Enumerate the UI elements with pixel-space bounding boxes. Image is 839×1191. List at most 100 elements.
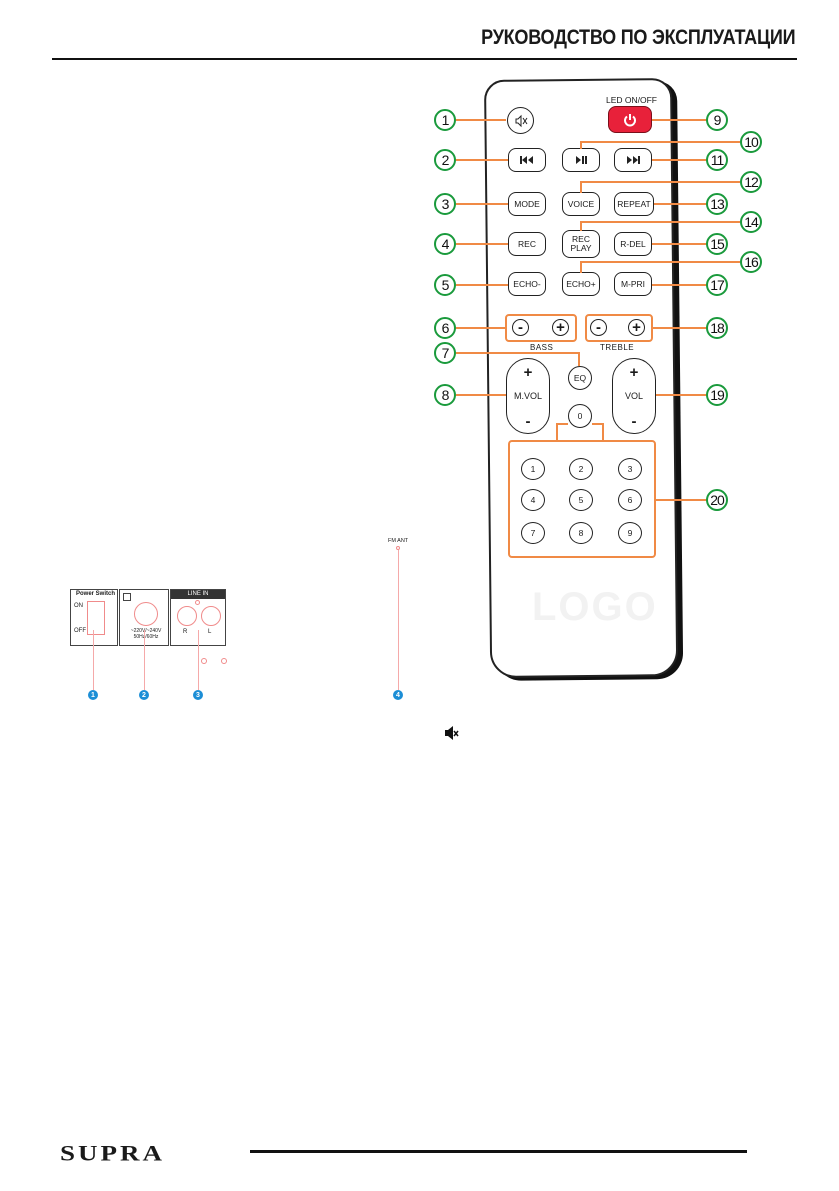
line-in-marker	[195, 600, 200, 605]
callout-5: 5	[434, 274, 456, 296]
line-in-r-label: R	[183, 629, 188, 635]
master-volume-up[interactable]: +	[523, 364, 533, 381]
callout-14: 14	[740, 211, 762, 233]
speaker-mute-icon	[515, 114, 527, 127]
digit-7-button[interactable]: 7	[521, 522, 545, 544]
digit-5-button[interactable]: 5	[569, 489, 593, 511]
power-input-socket[interactable]	[134, 602, 158, 626]
callout-4: 4	[434, 233, 456, 255]
digit-3-button[interactable]: 3	[618, 458, 642, 480]
master-volume-label: M.VOL	[513, 391, 542, 402]
volume-label: VOL	[624, 391, 643, 402]
leader-12-v	[580, 181, 582, 193]
master-volume-down[interactable]: -	[525, 413, 531, 430]
speaker-mute-icon	[445, 726, 459, 740]
panel-number-2: 2	[139, 690, 149, 700]
fm-antenna-terminal[interactable]	[396, 546, 400, 550]
panel-leader-4	[398, 550, 399, 690]
callout-7: 7	[434, 342, 456, 364]
callout-11: 11	[706, 149, 728, 171]
power-switch-toggle[interactable]	[87, 601, 105, 635]
treble-label: TREBLE	[600, 343, 635, 352]
rec-button[interactable]: REC	[508, 232, 546, 256]
leader-13	[654, 203, 707, 205]
bass-group-outline	[505, 314, 577, 342]
callout-2: 2	[434, 149, 456, 171]
leader-15	[652, 243, 707, 245]
volume-down[interactable]: -	[631, 413, 637, 430]
line-in-l-label: L	[208, 629, 212, 635]
volume-up[interactable]: +	[629, 364, 639, 381]
next-track-button[interactable]	[614, 148, 652, 172]
panel-leader-3	[198, 630, 199, 690]
digit-9-button[interactable]: 9	[618, 522, 642, 544]
line-in-l-jack[interactable]	[201, 606, 221, 626]
treble-minus-button[interactable]: -	[590, 319, 607, 336]
fm-ant-label: FM ANT	[388, 538, 409, 544]
brand-logo: SUPRA	[60, 1140, 166, 1166]
echo-plus-button[interactable]: ECHO+	[562, 272, 600, 296]
bass-plus-button[interactable]: +	[552, 319, 569, 336]
leader-12	[580, 181, 740, 183]
leader-10-v	[580, 141, 582, 149]
digit-0-button[interactable]: 0	[568, 404, 592, 428]
leader-7	[456, 352, 580, 354]
leader-4	[456, 243, 508, 245]
next-track-icon	[627, 156, 640, 164]
keypad-leader-right-h	[592, 423, 604, 425]
logo-watermark: LOGO	[532, 585, 658, 629]
leader-10	[580, 141, 740, 143]
leader-9	[652, 119, 707, 121]
volume-rocker[interactable]: + VOL -	[612, 358, 656, 434]
panel-leader-2	[144, 630, 145, 690]
r-del-button[interactable]: R-DEL	[614, 232, 652, 256]
leader-3	[456, 203, 508, 205]
digit-1-button[interactable]: 1	[521, 458, 545, 480]
bass-label: BASS	[530, 343, 554, 352]
prev-track-icon	[520, 156, 533, 164]
power-button[interactable]	[608, 106, 652, 133]
callout-18: 18	[706, 317, 728, 339]
digit-4-button[interactable]: 4	[521, 489, 545, 511]
keypad-leader-right	[602, 423, 604, 442]
voice-button[interactable]: VOICE	[562, 192, 600, 216]
play-pause-button[interactable]	[562, 148, 600, 172]
leader-14	[580, 221, 740, 223]
leader-6	[456, 327, 506, 329]
rec-play-button[interactable]: REC PLAY	[562, 230, 600, 258]
callout-6: 6	[434, 317, 456, 339]
callout-9: 9	[706, 109, 728, 131]
digit-6-button[interactable]: 6	[618, 489, 642, 511]
mute-button[interactable]	[507, 107, 534, 134]
eq-button[interactable]: EQ	[568, 366, 592, 390]
callout-20: 20	[706, 489, 728, 511]
panel-marker-b	[221, 658, 227, 664]
off-label: OFF	[74, 628, 86, 634]
power-switch-panel: Power Switch ON OFF	[70, 589, 118, 646]
mode-button[interactable]: MODE	[508, 192, 546, 216]
echo-minus-button[interactable]: ECHO-	[508, 272, 546, 296]
line-in-r-jack[interactable]	[177, 606, 197, 626]
power-switch-label: Power Switch	[76, 591, 116, 597]
treble-plus-button[interactable]: +	[628, 319, 645, 336]
panel-number-3: 3	[193, 690, 203, 700]
play-pause-icon	[576, 156, 587, 164]
double-insulation-icon	[123, 593, 131, 601]
bass-minus-button[interactable]: -	[512, 319, 529, 336]
master-volume-rocker[interactable]: + M.VOL -	[506, 358, 550, 434]
panel-leader-1	[93, 630, 94, 690]
leader-14-v	[580, 221, 582, 231]
repeat-button[interactable]: REPEAT	[614, 192, 654, 216]
m-pri-button[interactable]: M-PRI	[614, 272, 652, 296]
leader-18	[652, 327, 707, 329]
panel-number-1: 1	[88, 690, 98, 700]
prev-track-button[interactable]	[508, 148, 546, 172]
digit-8-button[interactable]: 8	[569, 522, 593, 544]
power-icon	[624, 113, 636, 126]
digit-2-button[interactable]: 2	[569, 458, 593, 480]
power-input-label: ~220V/~240V 50Hz/60Hz	[130, 628, 162, 640]
page-title: РУКОВОДСТВО ПО ЭКСПЛУАТАЦИИ	[480, 26, 795, 49]
callout-13: 13	[706, 193, 728, 215]
leader-5	[456, 284, 508, 286]
line-in-label: LINE IN	[171, 590, 225, 599]
